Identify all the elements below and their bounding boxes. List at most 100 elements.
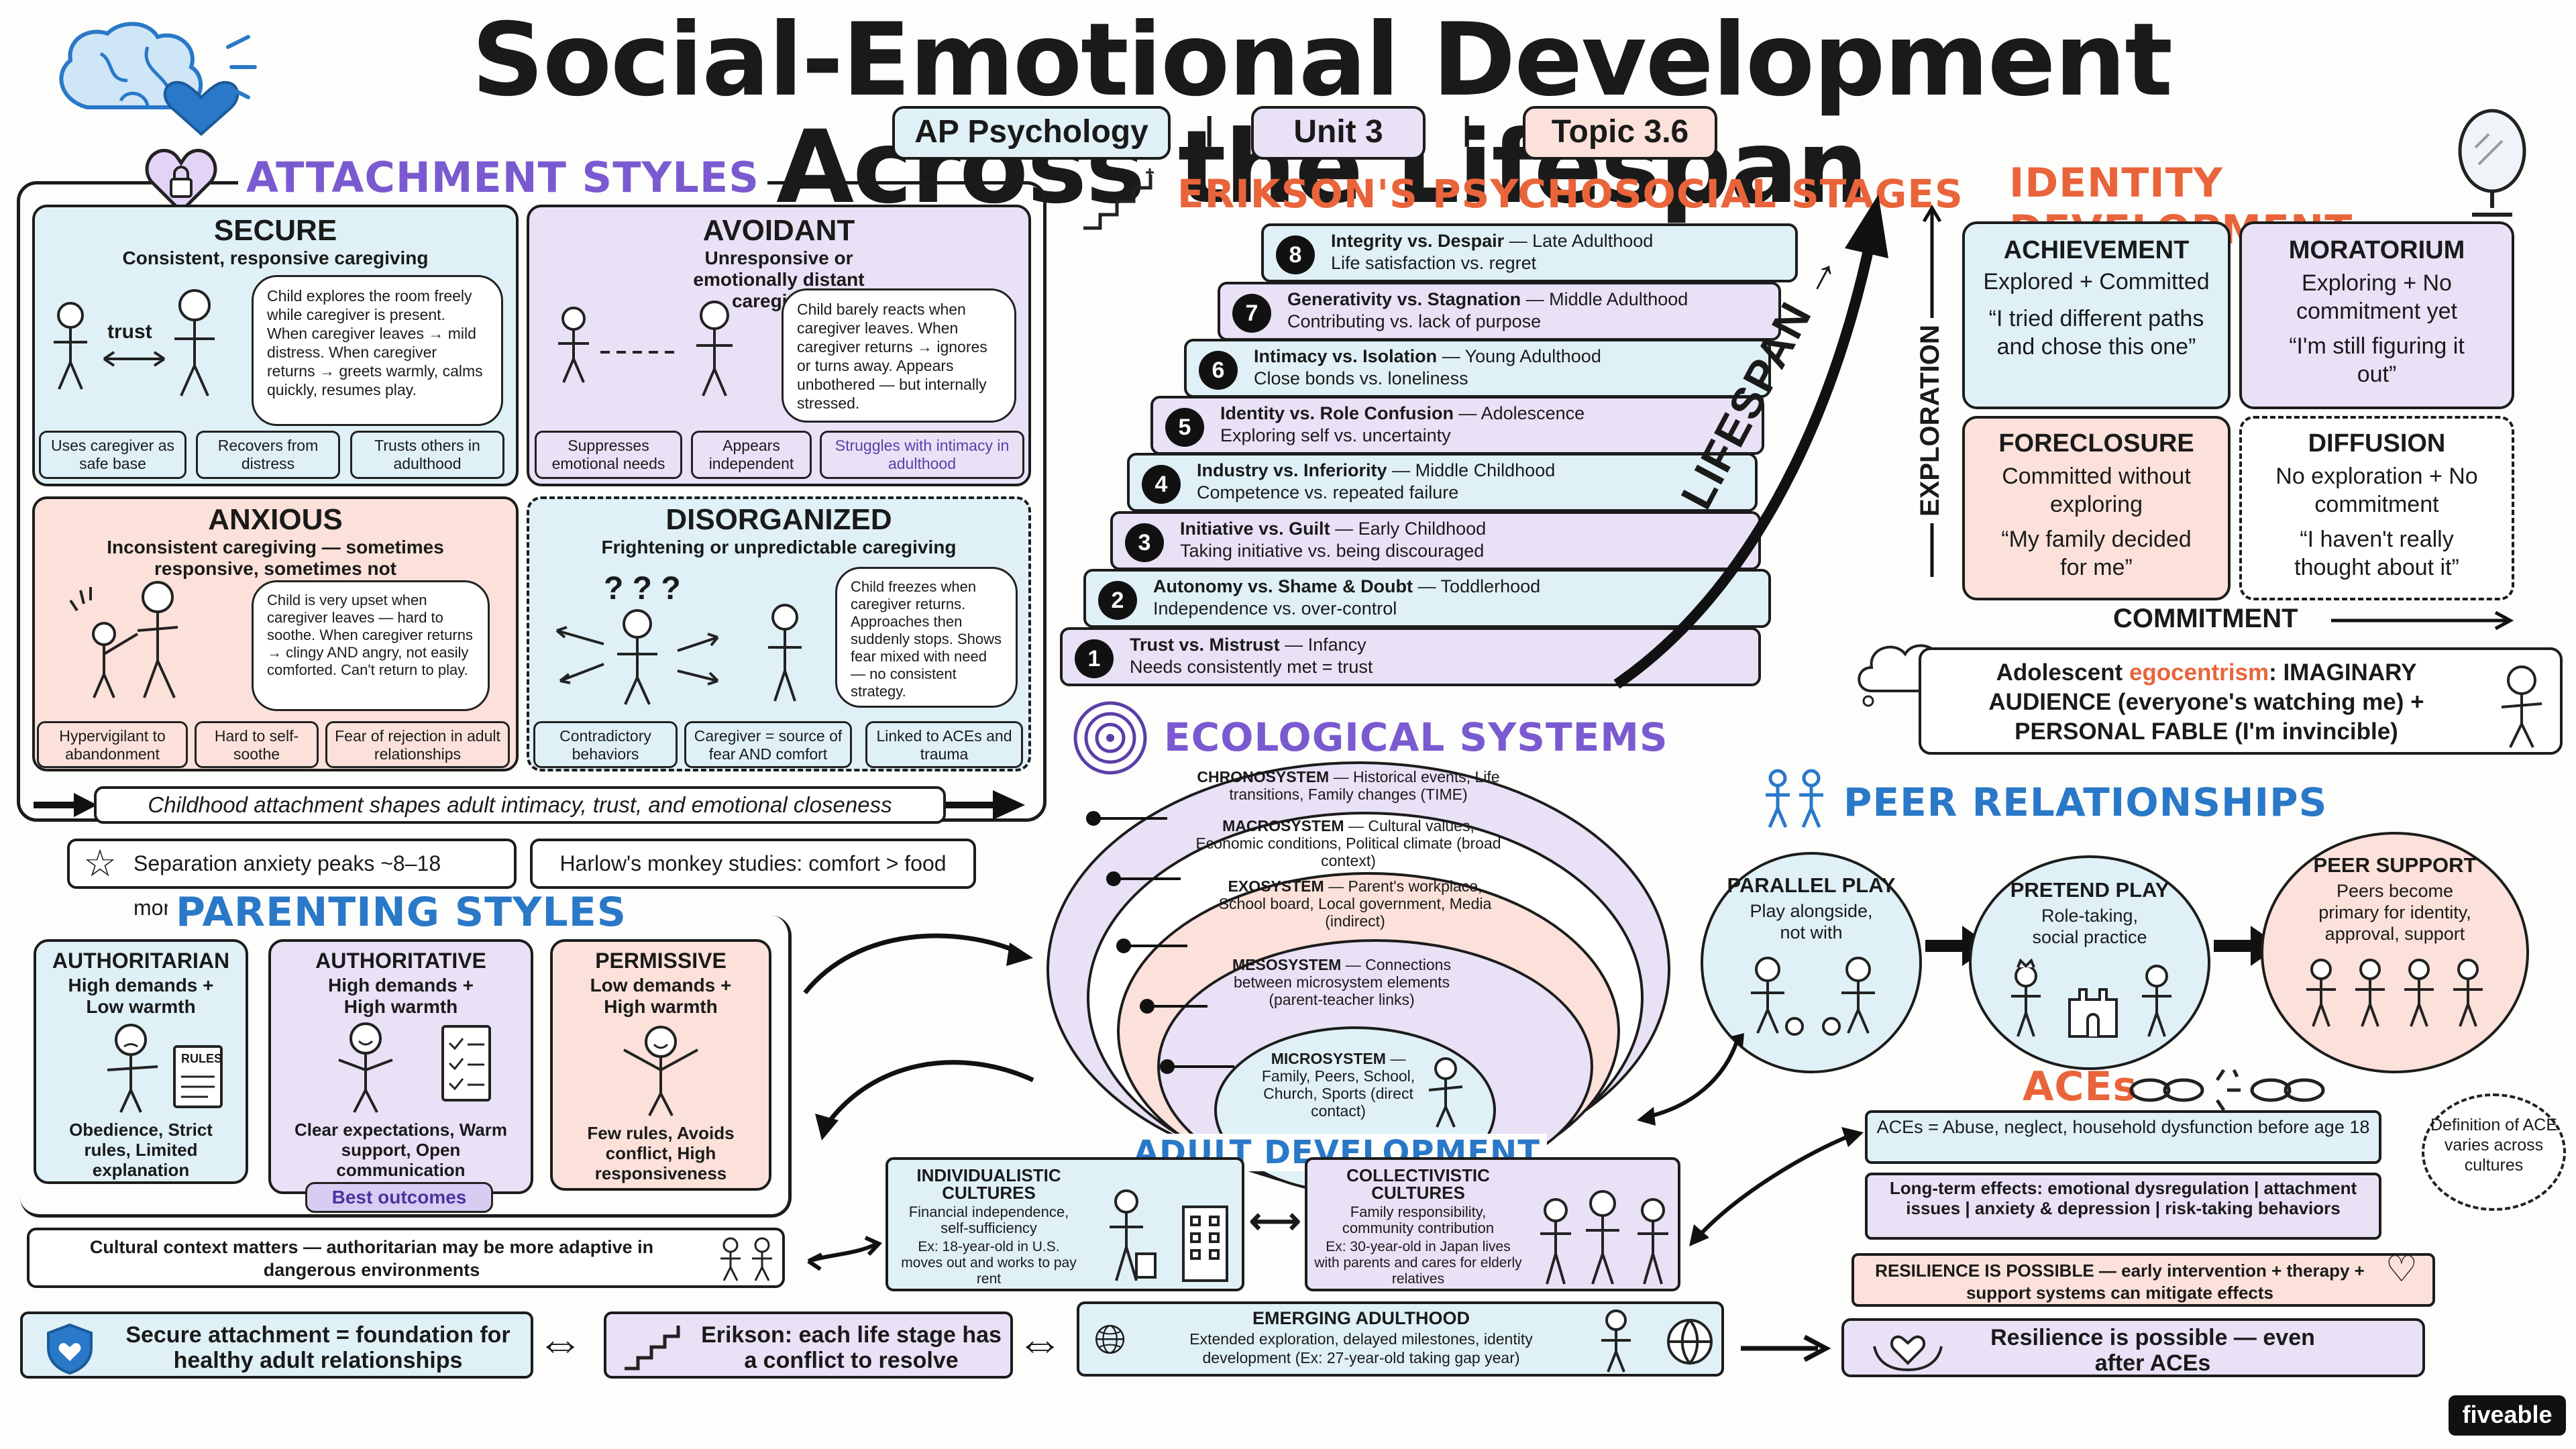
permissive-outcome: Few rules, Avoids conflict, High respons… bbox=[587, 1123, 735, 1183]
anxious-figures-icon bbox=[69, 581, 178, 698]
aces-resilience: RESILIENCE IS POSSIBLE — early intervent… bbox=[1851, 1251, 2435, 1307]
culture-compare-arrow: ⟷ bbox=[1249, 1201, 1301, 1241]
pretend-play-desc: Role-taking, social practice bbox=[2032, 906, 2147, 947]
avoidant-chip: Appears independent bbox=[691, 431, 812, 479]
stage-number: 1 bbox=[1075, 639, 1114, 678]
parallel-play-desc: Play alongside, not with bbox=[1750, 901, 1873, 943]
commitment-label: COMMITMENT bbox=[2113, 604, 2298, 633]
star-icon: ☆ bbox=[83, 842, 117, 884]
disorganized-chip: Contradictory behaviors bbox=[533, 721, 678, 768]
collectivistic-example: Ex: 30-year-old in Japan lives with pare… bbox=[1314, 1239, 1522, 1287]
multigenerational-family-icon bbox=[1540, 1190, 1668, 1285]
mirror-icon bbox=[2458, 109, 2526, 217]
shield-heart-icon bbox=[47, 1323, 93, 1375]
permissive-title: PERMISSIVE bbox=[595, 949, 727, 973]
parenting-to-adult-arrow-icon bbox=[807, 1236, 883, 1271]
stage-name: Integrity vs. Despair bbox=[1331, 231, 1505, 251]
footer-double-arrow: ⇔ bbox=[1016, 1317, 1063, 1369]
secure-bubble: Child explores the room freely while car… bbox=[252, 275, 503, 426]
footer-right-arrow-icon bbox=[1741, 1334, 1831, 1362]
secure-chip: Trusts others in adulthood bbox=[350, 431, 504, 479]
harlow-note: Harlow's monkey studies: comfort > food bbox=[530, 839, 976, 889]
stage-desc: Life satisfaction vs. regret bbox=[1331, 253, 1537, 273]
stage-number: 5 bbox=[1165, 408, 1204, 447]
permissive-desc: Low demands + High warmth bbox=[590, 975, 732, 1017]
warm-parent-icon bbox=[338, 1022, 491, 1113]
trust-label: trust bbox=[107, 321, 152, 343]
moratorium-desc: Exploring + No commitment yet bbox=[2296, 270, 2457, 324]
attachment-heading: ATTACHMENT STYLES bbox=[238, 153, 767, 202]
stage-name: Intimacy vs. Isolation bbox=[1254, 346, 1438, 366]
stage-name: Identity vs. Role Confusion bbox=[1220, 403, 1454, 423]
achievement-desc: Explored + Committed bbox=[1983, 269, 2210, 294]
best-outcomes-badge: Best outcomes bbox=[305, 1182, 493, 1213]
peer-support-desc: Peers become primary for identity, appro… bbox=[2318, 881, 2471, 944]
stage-age: — Early Childhood bbox=[1335, 519, 1487, 539]
permissive-panel: PERMISSIVE Low demands + High warmth Few… bbox=[550, 939, 771, 1191]
anxious-title: ANXIOUS bbox=[208, 503, 343, 536]
footer-double-arrow: ⇔ bbox=[537, 1317, 584, 1369]
mesosystem-text: MESOSYSTEM — Connections between microsy… bbox=[1232, 956, 1451, 1008]
moratorium-title: MORATORIUM bbox=[2288, 236, 2465, 264]
stage-name: Industry vs. Inferiority bbox=[1197, 460, 1387, 480]
target-icon bbox=[1073, 701, 1147, 775]
stage-desc: Needs consistently met = trust bbox=[1130, 657, 1373, 677]
stage-age: — Infancy bbox=[1285, 635, 1366, 655]
microsystem-text: MICROSYSTEM — Family, Peers, School, Chu… bbox=[1261, 1050, 1415, 1120]
authoritative-desc: High demands + High warmth bbox=[327, 975, 474, 1017]
brain-heart-logo bbox=[47, 13, 262, 141]
aces-to-adult-arrow-icon bbox=[1689, 1127, 1864, 1246]
stage-desc: Independence vs. over-control bbox=[1153, 598, 1397, 619]
authoritarian-outcome: Obedience, Strict rules, Limited explana… bbox=[69, 1120, 213, 1180]
collectivistic-desc: Family responsibility, community contrib… bbox=[1342, 1203, 1495, 1236]
erikson-heading: ERIKSON'S PSYCHOSOCIAL STAGES bbox=[1177, 171, 1964, 217]
commuter-building-icon bbox=[1110, 1189, 1228, 1282]
pretend-play-circle: PRETEND PLAY Role-taking, social practic… bbox=[1969, 855, 2210, 1070]
teen-group-icon bbox=[2306, 959, 2483, 1027]
emerging-adulthood-panel: 🌐︎ EMERGING ADULTHOOD Extended explorati… bbox=[1077, 1301, 1724, 1377]
anxious-chip: Hard to self-soothe bbox=[195, 721, 319, 768]
achievement-title: ACHIEVEMENT bbox=[2003, 236, 2190, 264]
avoidant-chip: Struggles with intimacy in adulthood bbox=[820, 431, 1024, 479]
parallel-kids-icon bbox=[1751, 957, 1875, 1036]
disorganized-chip: Caregiver = source of fear AND comfort bbox=[684, 721, 852, 768]
summary-arrows-icon bbox=[34, 790, 1025, 820]
secure-subtitle: Consistent, responsive caregiving bbox=[122, 248, 429, 268]
disorganized-bubble: Child freezes when caregiver returns. Ap… bbox=[835, 567, 1018, 708]
tag-ap-psychology: AP Psychology bbox=[892, 106, 1171, 160]
moratorium-quote: “I'm still figuring it out” bbox=[2289, 333, 2465, 387]
stage-number: 2 bbox=[1098, 581, 1137, 620]
stage-desc: Competence vs. repeated failure bbox=[1197, 482, 1459, 502]
avoidant-title: AVOIDANT bbox=[702, 214, 855, 247]
family-figures-icon bbox=[720, 1237, 772, 1281]
stage-age: — Young Adulthood bbox=[1442, 346, 1601, 366]
avoidant-subtitle: Unresponsive or emotionally distant care… bbox=[693, 248, 865, 311]
stairs-icon bbox=[625, 1326, 680, 1371]
foreclosure-quote: “My family decided for me” bbox=[2001, 527, 2192, 580]
diffusion-desc: No exploration + No commitment bbox=[2275, 464, 2478, 517]
connector-arrows-icon bbox=[803, 933, 1034, 1140]
parenting-heading: PARENTING STYLES bbox=[168, 889, 635, 936]
disorganized-subtitle: Frightening or unpredictable caregiving bbox=[601, 537, 957, 557]
ecological-heading: ECOLOGICAL SYSTEMS bbox=[1164, 714, 1668, 760]
foreclosure-title: FORECLOSURE bbox=[1998, 429, 2194, 458]
achievement-panel: ACHIEVEMENT Explored + Committed “I trie… bbox=[1962, 221, 2231, 409]
macrosystem-text: MACROSYSTEM — Cultural values, Economic … bbox=[1195, 817, 1501, 869]
relaxed-parent-icon bbox=[623, 1026, 698, 1116]
pretend-play-title: PRETEND PLAY bbox=[2010, 878, 2169, 902]
thinking-teen-icon bbox=[2501, 665, 2542, 748]
peer-support-circle: PEER SUPPORT Peers become primary for id… bbox=[2261, 832, 2529, 1073]
ace-definition-cloud: Definition of ACE varies across cultures bbox=[2422, 1093, 2566, 1211]
hands-heart-icon bbox=[1873, 1335, 1943, 1372]
two-people-icon bbox=[1766, 769, 1823, 828]
anxious-bubble: Child is very upset when caregiver leave… bbox=[252, 580, 490, 711]
globe-icon: 🌐︎ bbox=[1094, 1317, 1126, 1362]
aces-definition: ACEs = Abuse, neglect, household dysfunc… bbox=[1865, 1110, 2381, 1164]
